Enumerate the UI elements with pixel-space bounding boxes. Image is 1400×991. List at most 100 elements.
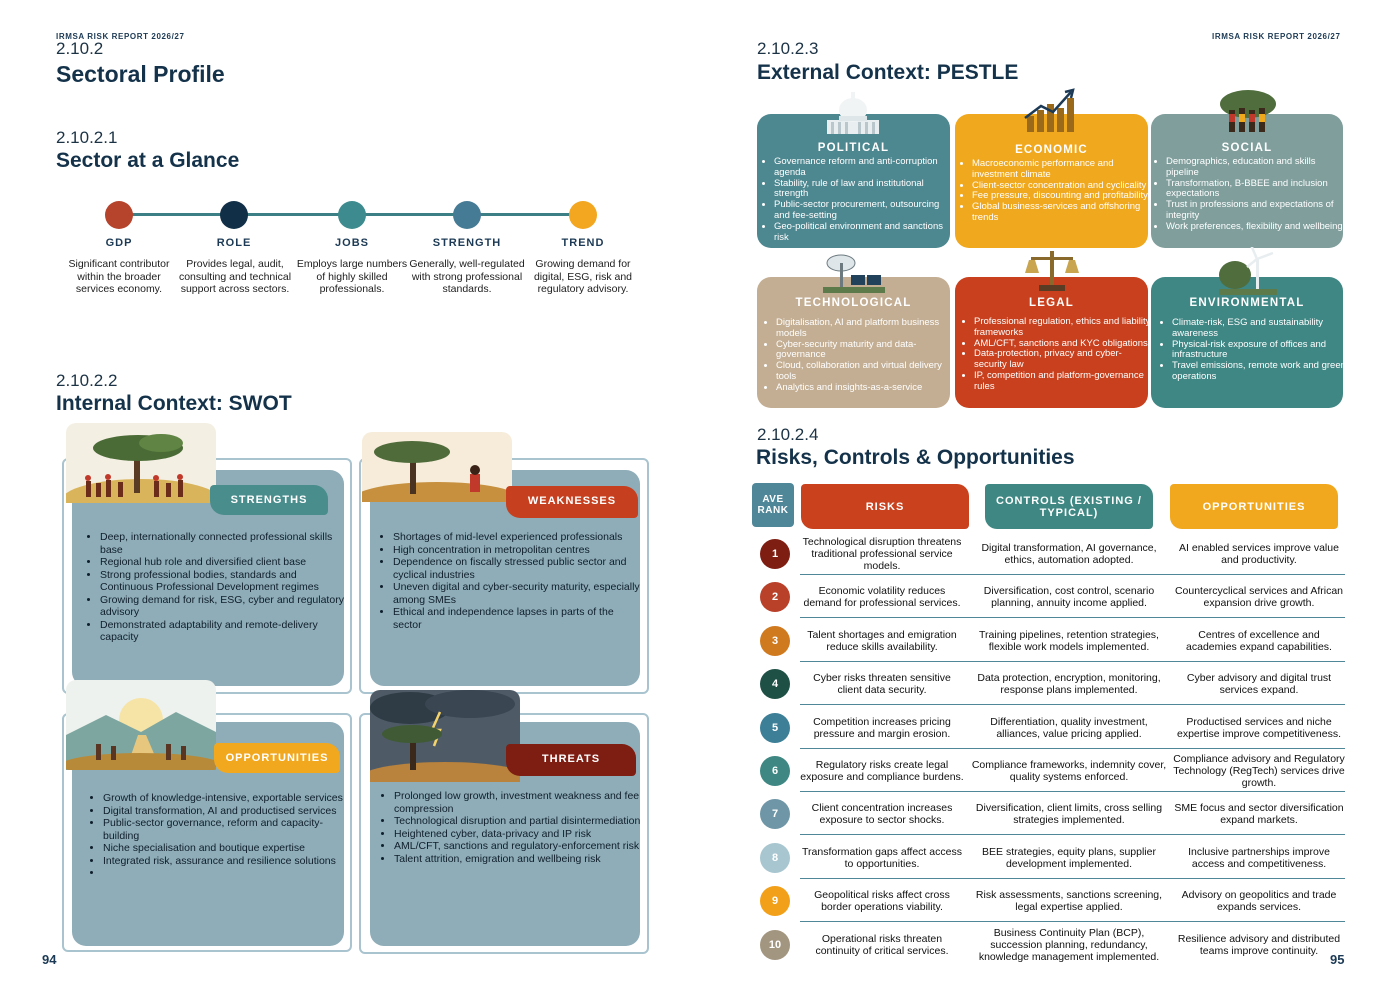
list-item: Cloud, collaboration and virtual deliver… <box>776 360 958 383</box>
list-item: Growth of knowledge-intensive, exportabl… <box>103 792 349 805</box>
opportunity-cell: Advisory on geopolitics and trade expand… <box>1181 889 1337 914</box>
strength-node <box>453 201 481 229</box>
strengths-list: Deep, internationally connected professi… <box>86 531 348 644</box>
page-number-right: 95 <box>1330 952 1345 967</box>
rank-badge: 8 <box>760 842 790 873</box>
jobs-description: Employs large numbers of highly skilled … <box>296 258 408 295</box>
page-number-left: 94 <box>42 952 57 967</box>
list-item <box>103 867 349 880</box>
weaknesses-list: Shortages of mid-level experienced profe… <box>379 531 645 631</box>
economic-list: Macroeconomic performance and investment… <box>961 158 1154 224</box>
trend-description: Growing demand for digital, ESG, risk an… <box>533 258 633 295</box>
risk-cell: Talent shortages and emigration reduce s… <box>807 628 957 653</box>
list-item: Digital transformation, AI and productis… <box>103 805 349 818</box>
risks-number: 2.10.2.4 <box>757 425 819 444</box>
list-item: Regional hub role and diversified client… <box>100 556 348 569</box>
storm-tree-illustration <box>370 690 520 782</box>
role-description: Provides legal, audit, consulting and te… <box>178 258 292 295</box>
risk-cell: Operational risks threaten continuity of… <box>815 932 949 957</box>
row-divider <box>800 921 1345 923</box>
opportunity-cell: Cyber advisory and digital trust service… <box>1186 672 1332 697</box>
rank-badge: 9 <box>760 886 790 917</box>
legal-label: LEGAL <box>1029 297 1074 309</box>
list-item: Stability, rule of law and institutional… <box>774 178 956 201</box>
row-divider <box>800 660 1345 662</box>
technological-list: Digitalisation, AI and platform business… <box>765 317 958 394</box>
list-item: Uneven digital and cyber-security maturi… <box>393 581 645 606</box>
pestle-number: 2.10.2.3 <box>757 39 819 58</box>
gdp-label: GDP <box>105 237 133 249</box>
list-item: AML/CFT, sanctions and KYC obligations <box>974 338 1154 350</box>
rank-badge: 5 <box>760 712 790 743</box>
opportunities-list: Growth of knowledge-intensive, exportabl… <box>89 792 349 880</box>
opportunity-cell: Compliance advisory and Regulatory Techn… <box>1173 753 1345 789</box>
threats-label: THREATS <box>506 744 636 776</box>
capitol-building-icon <box>827 92 879 134</box>
control-cell: Business Continuity Plan (BCP), successi… <box>978 926 1160 963</box>
rank-badge: 3 <box>760 625 790 656</box>
opportunities-label: OPPORTUNITIES <box>214 743 340 773</box>
glance-number: 2.10.2.1 <box>56 128 118 147</box>
swot-number: 2.10.2.2 <box>56 371 118 390</box>
opportunity-cell: SME focus and sector diversification exp… <box>1174 802 1344 827</box>
list-item: High concentration in metropolitan centr… <box>393 544 645 557</box>
rank-badge: 4 <box>760 669 790 700</box>
row-divider <box>800 791 1345 792</box>
gdp-description: Significant contributor within the broad… <box>68 258 170 295</box>
list-item: Integrated risk, assurance and resilienc… <box>103 855 349 868</box>
list-item: Transformation, B-BBEE and inclusion exp… <box>1166 178 1350 201</box>
list-item: Prolonged low growth, investment weaknes… <box>394 790 646 815</box>
rank-badge: 6 <box>760 756 790 786</box>
list-item: IP, competition and platform-governance … <box>974 370 1154 393</box>
technological-label: TECHNOLOGICAL <box>795 297 912 309</box>
justice-scales-icon <box>1025 251 1079 291</box>
row-divider <box>800 747 1345 749</box>
drought-tree-illustration <box>362 432 512 502</box>
pestle-social-card: SOCIAL Demographics, education and skill… <box>1151 90 1343 248</box>
people-group-icon <box>1220 90 1276 132</box>
list-item: Demonstrated adaptability and remote-del… <box>100 619 348 644</box>
list-item: Demographics, education and skills pipel… <box>1166 156 1350 179</box>
list-item: Travel emissions, remote work and green-… <box>1172 360 1350 383</box>
list-item: Deep, internationally connected professi… <box>100 531 348 556</box>
pestle-economic-card: ECONOMIC Macroeconomic performance and i… <box>955 88 1148 248</box>
table-row: 6 Regulatory risks create legal exposure … <box>755 750 1345 793</box>
list-item: Talent attrition, emigration and wellbei… <box>394 853 646 866</box>
risk-cell: Regulatory risks create legal exposure a… <box>800 759 964 783</box>
report-header-tag: IRMSA RISK REPORT 2026/27 <box>56 32 185 41</box>
trend-label: TREND <box>561 237 605 249</box>
list-item: Growing demand for risk, ESG, cyber and … <box>100 594 348 619</box>
control-cell: Risk assessments, sanctions screening, l… <box>975 889 1163 914</box>
community-tree-illustration <box>66 423 216 503</box>
risk-cell: Geopolitical risks affect cross border o… <box>814 889 950 914</box>
opportunity-cell: AI enabled services improve value and pr… <box>1179 542 1339 566</box>
pestle-environmental-card: ENVIRONMENTAL Climate-risk, ESG and sust… <box>1151 247 1349 408</box>
pestle-legal-card: LEGAL Professional regulation, ethics an… <box>955 251 1150 408</box>
row-divider <box>800 574 1345 575</box>
table-row: 4 Cyber risks threaten sensitive client d… <box>755 663 1345 706</box>
list-item: Public-sector procurement, outsourcing a… <box>774 199 956 222</box>
swot-title: Internal Context: SWOT <box>56 392 292 415</box>
social-label: SOCIAL <box>1221 142 1273 154</box>
list-item: Geo-political environment and sanctions … <box>774 221 956 244</box>
list-item: Shortages of mid-level experienced profe… <box>393 531 645 544</box>
risk-cell: Cyber risks threaten sensitive client da… <box>813 672 951 697</box>
economic-label: ECONOMIC <box>1015 144 1088 156</box>
list-item: Physical-risk exposure of offices and in… <box>1172 339 1350 362</box>
environmental-label: ENVIRONMENTAL <box>1189 297 1305 309</box>
list-item: Trust in professions and expectations of… <box>1166 199 1350 222</box>
glance-title: Sector at a Glance <box>56 149 240 172</box>
control-cell: Training pipelines, retention strategies… <box>979 628 1159 653</box>
opportunity-cell: Inclusive partnerships improve access an… <box>1188 845 1330 870</box>
list-item: Client-sector concentration and cyclical… <box>972 180 1154 192</box>
satellite-solar-icon <box>823 254 885 293</box>
political-label: POLITICAL <box>817 142 890 154</box>
section-title: Sectoral Profile <box>56 61 225 87</box>
control-cell: Compliance frameworks, indemnity cover, … <box>971 759 1167 783</box>
social-list: Demographics, education and skills pipel… <box>1155 156 1350 233</box>
list-item: Professional regulation, ethics and liab… <box>974 316 1154 339</box>
opportunity-cell: Resilience advisory and distributed team… <box>1177 932 1341 957</box>
header-rank: AVE RANK <box>752 483 794 527</box>
